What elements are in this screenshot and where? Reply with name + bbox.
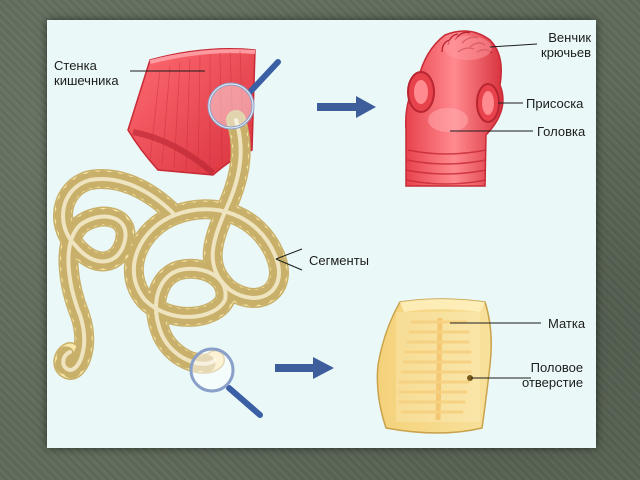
leader-lines [130, 43, 541, 379]
label-hooks-crown: Венчик крючьев [541, 30, 591, 60]
label-line: крючьев [541, 45, 592, 60]
scolex-head [405, 30, 504, 187]
magnifier-icon [189, 347, 263, 418]
label-segments: Сегменты [309, 253, 370, 268]
label-line: Венчик [548, 30, 592, 45]
uterus [396, 312, 480, 422]
label-line: кишечника [54, 73, 119, 88]
magnifier-icon [207, 59, 281, 130]
label-head: Головка [537, 124, 586, 139]
label-sucker: Присоска [526, 96, 584, 111]
arrow-right-icon [317, 96, 376, 118]
genital-pore [467, 375, 473, 381]
sucker [407, 71, 500, 123]
label-line: Стенка [54, 58, 97, 73]
label-uterus: Матка [548, 316, 586, 331]
proglottid-segment [376, 298, 492, 434]
label-line: отверстие [522, 375, 584, 390]
label-genital-pore: Половое отверстие [522, 360, 583, 390]
label-intestine-wall: Стенка кишечника [54, 58, 119, 88]
worm-body [53, 110, 289, 381]
label-line: Половое [530, 360, 584, 375]
arrow-right-icon [275, 357, 334, 379]
